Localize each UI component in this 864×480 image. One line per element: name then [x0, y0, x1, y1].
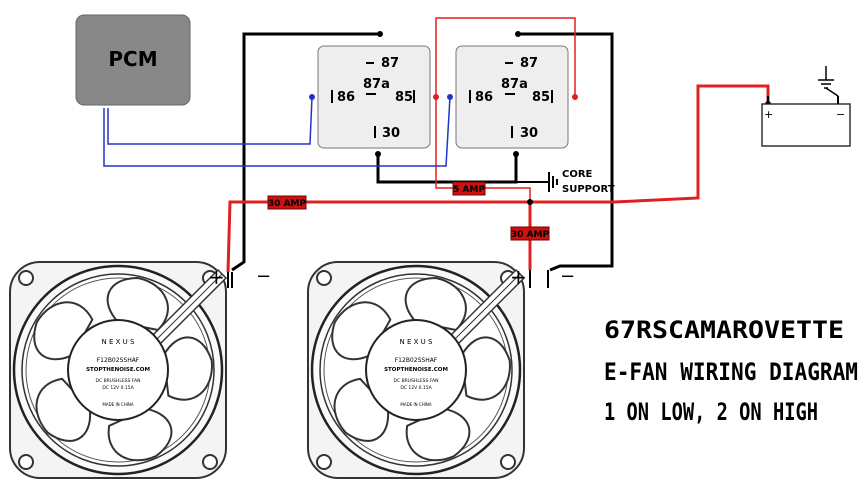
wire-relays-30-to-ground: [376, 154, 518, 184]
ground-label-line1: CORE: [562, 169, 593, 180]
fuse-30amp-fan2-label: 30 AMP: [511, 230, 550, 240]
pcm-label: PCM: [108, 47, 157, 71]
fan-1-plus: +: [208, 265, 225, 289]
relay-1-pin-87: 87: [381, 56, 399, 71]
fuse-30amp-fan2: 30 AMP: [510, 226, 550, 241]
wire-relay1-85-to-relay2-87-power: [435, 17, 576, 97]
battery-ground-icon: [818, 66, 839, 97]
fan-1-site: STOPTHENOISE.COM: [86, 367, 150, 373]
fan-1-desc: DC BRUSHLESS FAN: [96, 378, 141, 384]
relay-2: 87 87a 86 85 30: [455, 45, 569, 149]
relay-1-pin-87a: 87a: [363, 77, 390, 92]
fan-1-minus: −: [256, 266, 271, 287]
fan-2-desc: DC BRUSHLESS FAN: [394, 378, 439, 384]
wire-pcm-to-relay1-86: [107, 96, 313, 145]
fan-2-minus: −: [560, 266, 575, 287]
relay-2-pin-87: 87: [520, 56, 538, 71]
fan-2-site: STOPTHENOISE.COM: [384, 367, 448, 373]
fan-2-plus: +: [510, 265, 527, 289]
fan-2-rating: DC 12V 0.15A: [400, 385, 432, 391]
pcm-module: PCM: [75, 14, 191, 106]
fuse-5amp-label: 5 AMP: [453, 185, 485, 195]
title-line2: E-FAN WIRING DIAGRAM: [604, 358, 858, 386]
fan-1-origin: MADE IN CHINA: [102, 402, 133, 407]
title-line1: 67RSCAMAROVETTE: [604, 316, 844, 344]
wire-fan2-neg-to-relay2-87: [518, 32, 614, 272]
wire-pcm-to-relay2-86: [103, 96, 451, 167]
relay-1: 87 87a 86 85 30: [317, 45, 431, 149]
fuse-30amp-fan1-label: 30 AMP: [268, 199, 307, 209]
fan-1-terminals: + −: [208, 265, 271, 289]
relay-1-pin-85: 85: [395, 90, 413, 105]
fan-2-terminals: + −: [510, 265, 575, 289]
fan-1-rating: DC 12V 0.15A: [102, 385, 134, 391]
title-line3: 1 ON LOW, 2 ON HIGH: [604, 398, 818, 426]
fan-2-model: F12B02SSHAF: [395, 357, 438, 364]
battery-minus: −: [836, 108, 845, 121]
fan-1-brand: N E X U S: [102, 338, 135, 346]
relay-1-pin-86: 86: [337, 90, 355, 105]
ground-symbol: CORE SUPPORT: [548, 169, 615, 195]
fan-2-origin: MADE IN CHINA: [400, 402, 431, 407]
fan-2-brand: N E X U S: [400, 338, 433, 346]
fan-1: N E X U S F12B02SSHAF STOPTHENOISE.COM D…: [8, 260, 228, 480]
battery-plus: +: [764, 108, 773, 121]
relay-2-pin-86: 86: [475, 90, 493, 105]
relay-1-pin-30: 30: [382, 126, 400, 141]
diagram-title: 67RSCAMAROVETTE E-FAN WIRING DIAGRAM 1 O…: [604, 316, 858, 426]
fuse-5amp: 5 AMP: [452, 181, 486, 196]
fan-1-model: F12B02SSHAF: [97, 357, 140, 364]
battery: + −: [761, 66, 851, 147]
wire-fan1-neg-to-relay1-87: [231, 32, 380, 272]
wire-fan1-pos-feed: [226, 84, 770, 273]
wires: [103, 17, 771, 273]
fan-2: N E X U S F12B02SSHAF STOPTHENOISE.COM D…: [306, 260, 526, 480]
fuse-30amp-fan1: 30 AMP: [267, 195, 307, 210]
relay-2-pin-85: 85: [532, 90, 550, 105]
relay-2-pin-30: 30: [520, 126, 538, 141]
ground-label-line2: SUPPORT: [562, 184, 615, 195]
relay-2-pin-87a: 87a: [501, 77, 528, 92]
